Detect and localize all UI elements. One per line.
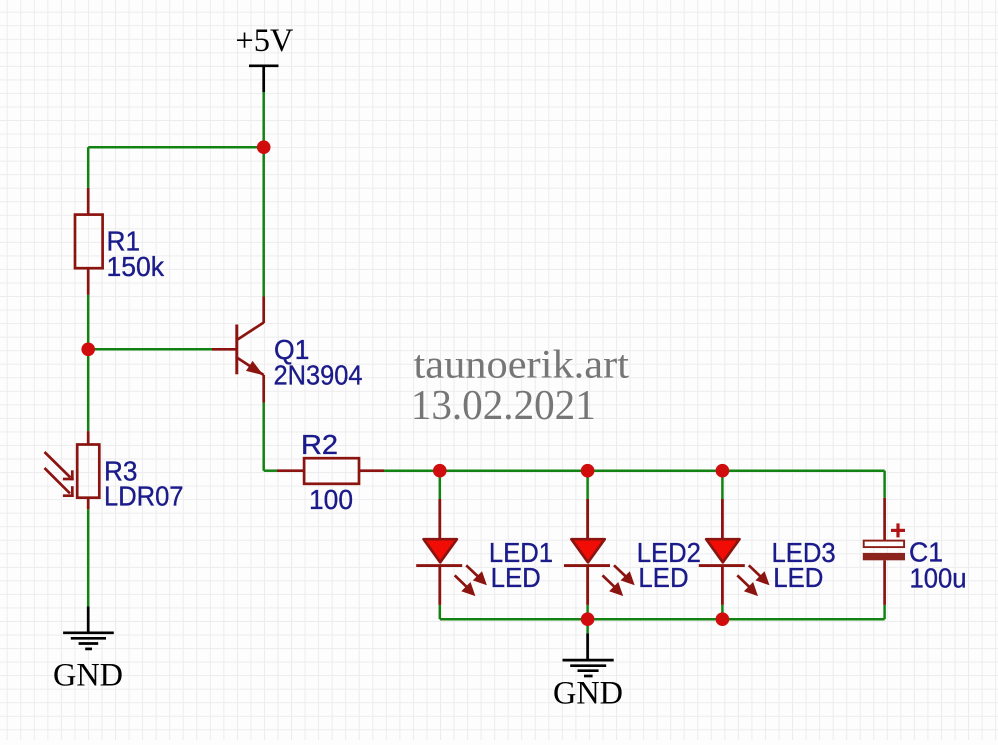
svg-text:Q1: Q1: [274, 334, 309, 365]
svg-text:150k: 150k: [107, 251, 165, 282]
svg-text:13.02.2021: 13.02.2021: [411, 382, 596, 429]
svg-text:LED1: LED1: [489, 537, 553, 568]
svg-text:R2: R2: [301, 429, 338, 460]
svg-text:100: 100: [309, 484, 353, 515]
svg-text:C1: C1: [909, 536, 943, 567]
svg-text:LED: LED: [773, 562, 823, 593]
svg-text:LDR07: LDR07: [104, 480, 184, 511]
svg-text:GND: GND: [53, 658, 123, 694]
svg-text:LED: LED: [491, 562, 541, 593]
svg-text:+5V: +5V: [235, 23, 294, 59]
svg-text:R3: R3: [104, 455, 137, 486]
svg-text:LED: LED: [638, 562, 688, 593]
svg-text:LED3: LED3: [772, 537, 836, 568]
svg-text:taunoerik.art: taunoerik.art: [414, 342, 630, 387]
svg-text:LED2: LED2: [637, 537, 701, 568]
svg-text:2N3904: 2N3904: [274, 360, 363, 391]
svg-text:GND: GND: [553, 676, 623, 712]
svg-text:100u: 100u: [910, 562, 967, 593]
svg-text:R1: R1: [107, 225, 141, 256]
